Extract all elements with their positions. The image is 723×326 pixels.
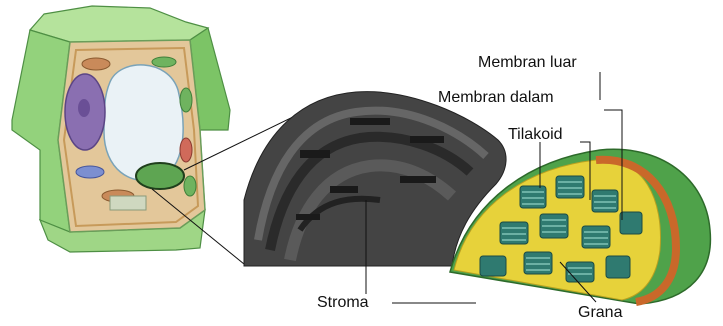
label-thylakoid: Tilakoid	[508, 127, 563, 143]
label-inner-membrane: Membran dalam	[438, 90, 554, 106]
label-stroma: Stroma	[317, 295, 369, 311]
label-outer-membrane: Membran luar	[478, 55, 577, 71]
plant-cell	[12, 6, 230, 252]
label-grana: Grana	[578, 305, 622, 321]
